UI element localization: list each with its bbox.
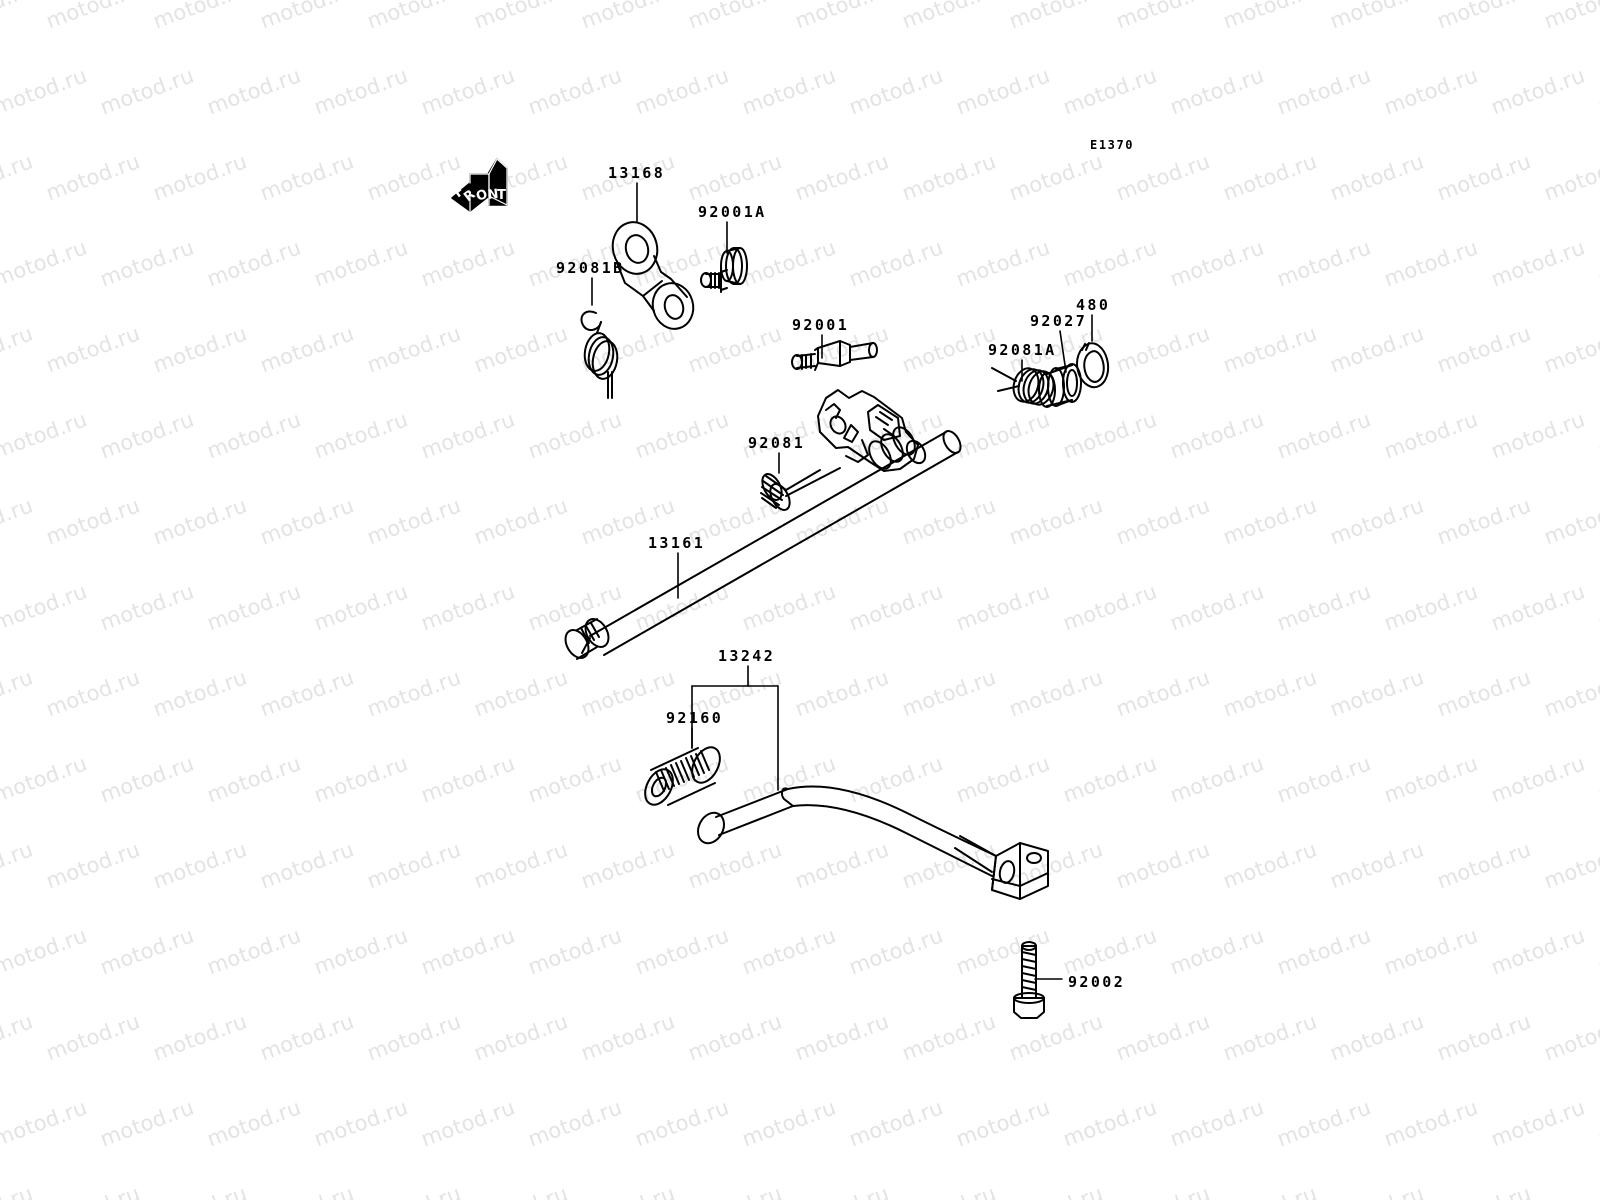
part-480-shape xyxy=(1076,342,1110,389)
part-92001a-shape xyxy=(700,247,748,293)
part-92002-shape xyxy=(1013,941,1045,1019)
part-number-13242[interactable]: 13242 xyxy=(718,647,776,665)
part-92001-shape xyxy=(791,340,878,371)
front-arrow-icon: F R O N T xyxy=(451,158,508,212)
part-number-92160[interactable]: 92160 xyxy=(666,709,724,727)
part-92160-shape xyxy=(644,746,721,806)
part-number-480[interactable]: 480 xyxy=(1076,296,1111,314)
part-number-13161[interactable]: 13161 xyxy=(648,534,706,552)
svg-text:N: N xyxy=(487,187,499,203)
part-92027-shape xyxy=(1038,363,1082,408)
part-number-13168[interactable]: 13168 xyxy=(608,164,666,182)
part-number-92001[interactable]: 92001 xyxy=(792,316,850,334)
part-92081b-shape xyxy=(580,310,619,399)
svg-text:T: T xyxy=(497,188,506,203)
part-number-92027[interactable]: 92027 xyxy=(1030,312,1088,330)
part-92081-shape xyxy=(760,467,841,511)
part-13161-shape xyxy=(564,430,962,660)
part-number-92001A[interactable]: 92001A xyxy=(698,203,767,221)
svg-text:O: O xyxy=(474,187,490,205)
part-number-92081A[interactable]: 92081A xyxy=(988,341,1057,359)
part-13242-shape xyxy=(697,785,1049,900)
part-13168-shape xyxy=(611,221,695,330)
shift-arm-bracket xyxy=(817,389,927,472)
part-number-92081[interactable]: 92081 xyxy=(748,434,806,452)
part-number-92002[interactable]: 92002 xyxy=(1068,973,1126,991)
part-92081a-shape xyxy=(991,367,1055,406)
part-number-92081B[interactable]: 92081B xyxy=(556,259,625,277)
leader-line-92027 xyxy=(1059,330,1067,373)
